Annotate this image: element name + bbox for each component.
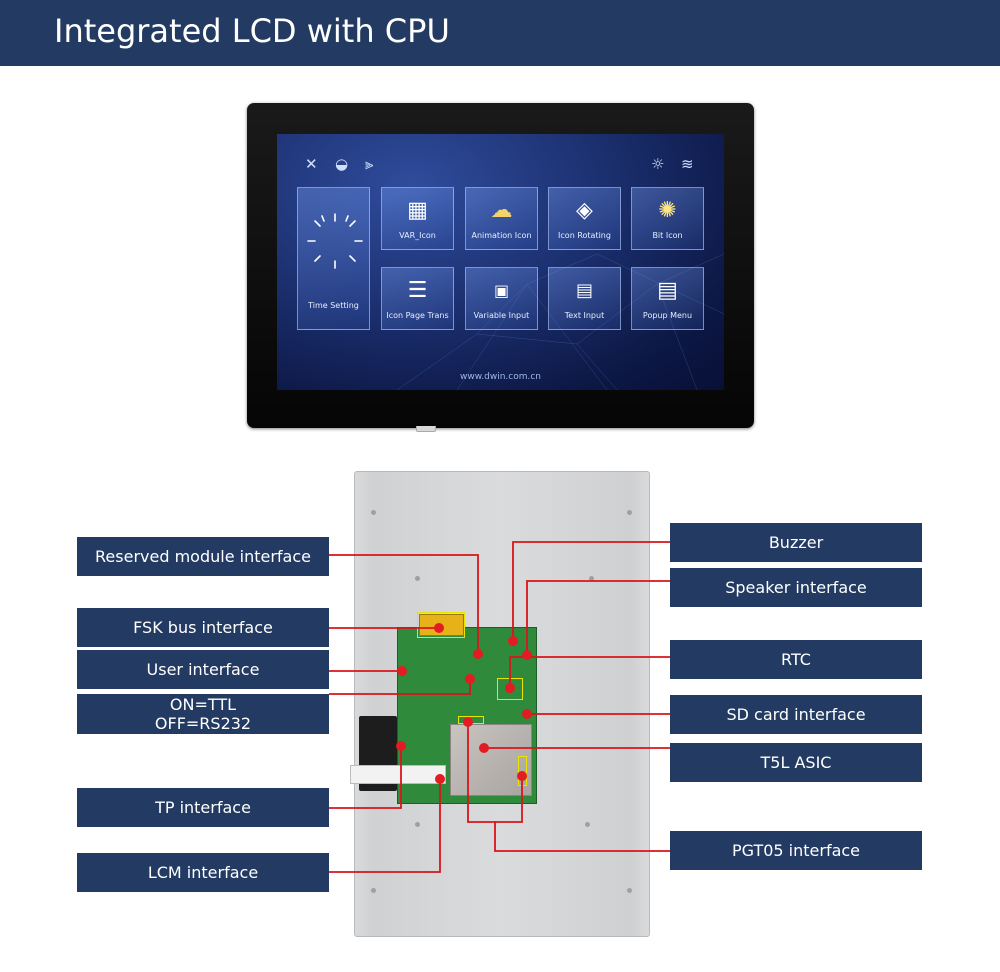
text-input-icon: ▤ — [575, 280, 593, 301]
tile-label: Animation Icon — [471, 231, 532, 240]
lcd-screen: ✕ ◒ ⫸ ☼ ≋ Time Setting ▦ VAR_Icon ☁ Anim — [277, 134, 724, 390]
menu-icon: ▤ — [657, 278, 678, 303]
clock-icon — [307, 213, 363, 269]
highlight-box — [417, 612, 465, 638]
lcd-front-image: ✕ ◒ ⫸ ☼ ≋ Time Setting ▦ VAR_Icon ☁ Anim — [247, 103, 754, 428]
callout-on-off: ON=TTL OFF=RS232 — [77, 694, 329, 734]
numeric-input-icon: ▣ — [493, 281, 510, 300]
callout-label: RTC — [781, 650, 811, 669]
tile-label: Time Setting — [308, 301, 359, 310]
rotate-icon: ◈ — [576, 198, 593, 223]
callout-fsk-bus: FSK bus interface — [77, 608, 329, 647]
callout-label: User interface — [146, 660, 260, 679]
tile-var-icon[interactable]: ▦ VAR_Icon — [381, 187, 454, 250]
screw — [589, 576, 594, 581]
screw — [627, 888, 632, 893]
callout-label: Reserved module interface — [95, 547, 311, 566]
callout-rtc: RTC — [670, 640, 922, 679]
callout-sd-card: SD card interface — [670, 695, 922, 734]
callout-user-interface: User interface — [77, 650, 329, 689]
grid-icon: ▦ — [407, 198, 428, 223]
screw — [415, 822, 420, 827]
callout-label: PGT05 interface — [731, 841, 861, 860]
highlight-box — [518, 756, 527, 786]
callout-label: Speaker interface — [725, 578, 867, 597]
tile-label: Variable Input — [473, 311, 530, 320]
callout-label: ON=TTL OFF=RS232 — [154, 695, 252, 733]
tile-variable-input[interactable]: ▣ Variable Input — [465, 267, 538, 330]
screw — [371, 888, 376, 893]
screw — [627, 510, 632, 515]
network-background — [396, 253, 724, 390]
tile-animation-icon[interactable]: ☁ Animation Icon — [465, 187, 538, 250]
camera-icon[interactable]: ◒ — [335, 155, 349, 173]
screw — [415, 576, 420, 581]
screw — [585, 822, 590, 827]
tile-label: Text Input — [564, 311, 605, 320]
callout-reserved-module: Reserved module interface — [77, 537, 329, 576]
wrench-icon[interactable]: ✕ — [305, 155, 318, 173]
callout-label: SD card interface — [726, 705, 866, 724]
tile-label: Icon Page Trans — [386, 311, 449, 320]
sliders-icon: ☰ — [407, 278, 428, 303]
callout-buzzer: Buzzer — [670, 523, 922, 562]
callout-pgt05: PGT05 interface — [670, 831, 922, 870]
lightbulb-icon: ✺ — [658, 198, 677, 223]
callout-label: Buzzer — [768, 533, 824, 552]
highlight-box — [497, 678, 523, 700]
header-bar: Integrated LCD with CPU — [0, 0, 1000, 66]
wifi-icon[interactable]: ≋ — [681, 155, 694, 173]
tile-label: Bit Icon — [652, 231, 683, 240]
callout-label: FSK bus interface — [133, 618, 273, 637]
tile-label: VAR_Icon — [399, 231, 436, 240]
highlight-box — [458, 716, 484, 724]
callout-label: TP interface — [155, 798, 251, 817]
callout-label: LCM interface — [147, 863, 259, 882]
weather-icon: ☁ — [490, 198, 513, 223]
callout-tp-interface: TP interface — [77, 788, 329, 827]
website-url: www.dwin.com.cn — [460, 372, 541, 382]
callout-label: T5L ASIC — [760, 753, 832, 772]
tile-icon-page-trans[interactable]: ☰ Icon Page Trans — [381, 267, 454, 330]
tile-label: Icon Rotating — [558, 231, 611, 240]
page-title: Integrated LCD with CPU — [54, 12, 450, 50]
screw — [371, 510, 376, 515]
tile-popup-menu[interactable]: ▤ Popup Menu — [631, 267, 704, 330]
callout-speaker-interface: Speaker interface — [670, 568, 922, 607]
callout-lcm-interface: LCM interface — [77, 853, 329, 892]
tile-text-input[interactable]: ▤ Text Input — [548, 267, 621, 330]
ribbon-cable — [350, 765, 446, 784]
tile-icon-rotating[interactable]: ◈ Icon Rotating — [548, 187, 621, 250]
callout-t5l-asic: T5L ASIC — [670, 743, 922, 782]
tile-bit-icon[interactable]: ✺ Bit Icon — [631, 187, 704, 250]
lcd-bottom-connector — [416, 426, 436, 432]
brightness-icon[interactable]: ☼ — [651, 155, 665, 173]
play-icon[interactable]: ⫸ — [365, 155, 374, 173]
tile-time-setting[interactable]: Time Setting — [297, 187, 370, 330]
tile-label: Popup Menu — [642, 311, 693, 320]
